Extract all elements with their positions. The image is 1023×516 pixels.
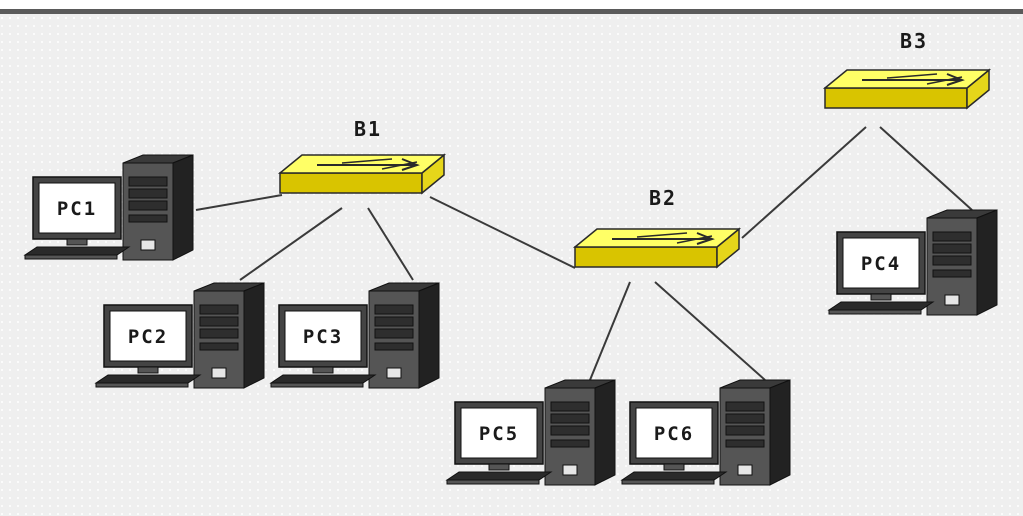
link-pc1-b1 — [195, 194, 283, 211]
bridge-arrow-icon — [636, 232, 713, 244]
bridge-b2[interactable] — [572, 227, 742, 269]
pc-label-pc3: PC3 — [303, 326, 343, 348]
bridge-front-face — [824, 87, 968, 109]
keyboard-icon — [94, 374, 202, 384]
pc-pc5[interactable]: PC5 — [445, 379, 616, 486]
monitor-icon — [454, 401, 544, 471]
keyboard-icon — [621, 479, 715, 485]
tower-icon — [544, 379, 616, 486]
pc-pc3[interactable]: PC3 — [269, 282, 440, 389]
tower-icon — [926, 209, 998, 316]
bridge-front-face — [279, 172, 423, 194]
keyboard-icon — [620, 471, 728, 481]
link-pc3-b1 — [367, 207, 414, 281]
tower-icon — [368, 282, 440, 389]
link-b1-b2 — [429, 196, 576, 269]
keyboard-icon — [270, 382, 364, 388]
pc-label-pc6: PC6 — [654, 423, 694, 445]
link-pc5-b2 — [589, 281, 631, 381]
link-pc2-b1 — [239, 207, 343, 281]
bridge-label-b1: B1 — [354, 117, 382, 141]
pc-label-pc2: PC2 — [128, 326, 168, 348]
keyboard-icon — [95, 382, 189, 388]
keyboard-icon — [24, 254, 118, 260]
pc-label-pc4: PC4 — [861, 253, 901, 275]
pc-pc2[interactable]: PC2 — [94, 282, 265, 389]
link-pc6-b2 — [654, 281, 766, 381]
keyboard-icon — [828, 309, 922, 315]
monitor-icon — [836, 231, 926, 301]
bridge-arrow-icon — [886, 73, 963, 85]
keyboard-icon — [446, 479, 540, 485]
monitor-icon — [32, 176, 122, 246]
bridge-front-face — [574, 246, 718, 268]
pc-label-pc1: PC1 — [57, 198, 97, 220]
monitor-icon — [103, 304, 193, 374]
tower-icon — [122, 154, 194, 261]
monitor-icon — [629, 401, 719, 471]
bridge-b3[interactable] — [822, 68, 992, 110]
bridge-b1[interactable] — [277, 153, 447, 195]
link-b2-b3 — [741, 126, 867, 239]
pc-pc1[interactable]: PC1 — [23, 154, 194, 261]
monitor-icon — [278, 304, 368, 374]
pc-pc4[interactable]: PC4 — [827, 209, 998, 316]
links-layer — [195, 126, 973, 381]
bridge-label-b3: B3 — [900, 29, 928, 53]
keyboard-icon — [445, 471, 553, 481]
link-pc4-b3 — [879, 126, 973, 211]
keyboard-icon — [827, 301, 935, 311]
top-border-line — [0, 9, 1023, 14]
tower-icon — [719, 379, 791, 486]
pc-pc6[interactable]: PC6 — [620, 379, 791, 486]
bridge-arrow-icon — [341, 158, 418, 170]
tower-icon — [193, 282, 265, 389]
pc-label-pc5: PC5 — [479, 423, 519, 445]
keyboard-icon — [23, 246, 131, 256]
bridge-label-b2: B2 — [649, 186, 677, 210]
keyboard-icon — [269, 374, 377, 384]
